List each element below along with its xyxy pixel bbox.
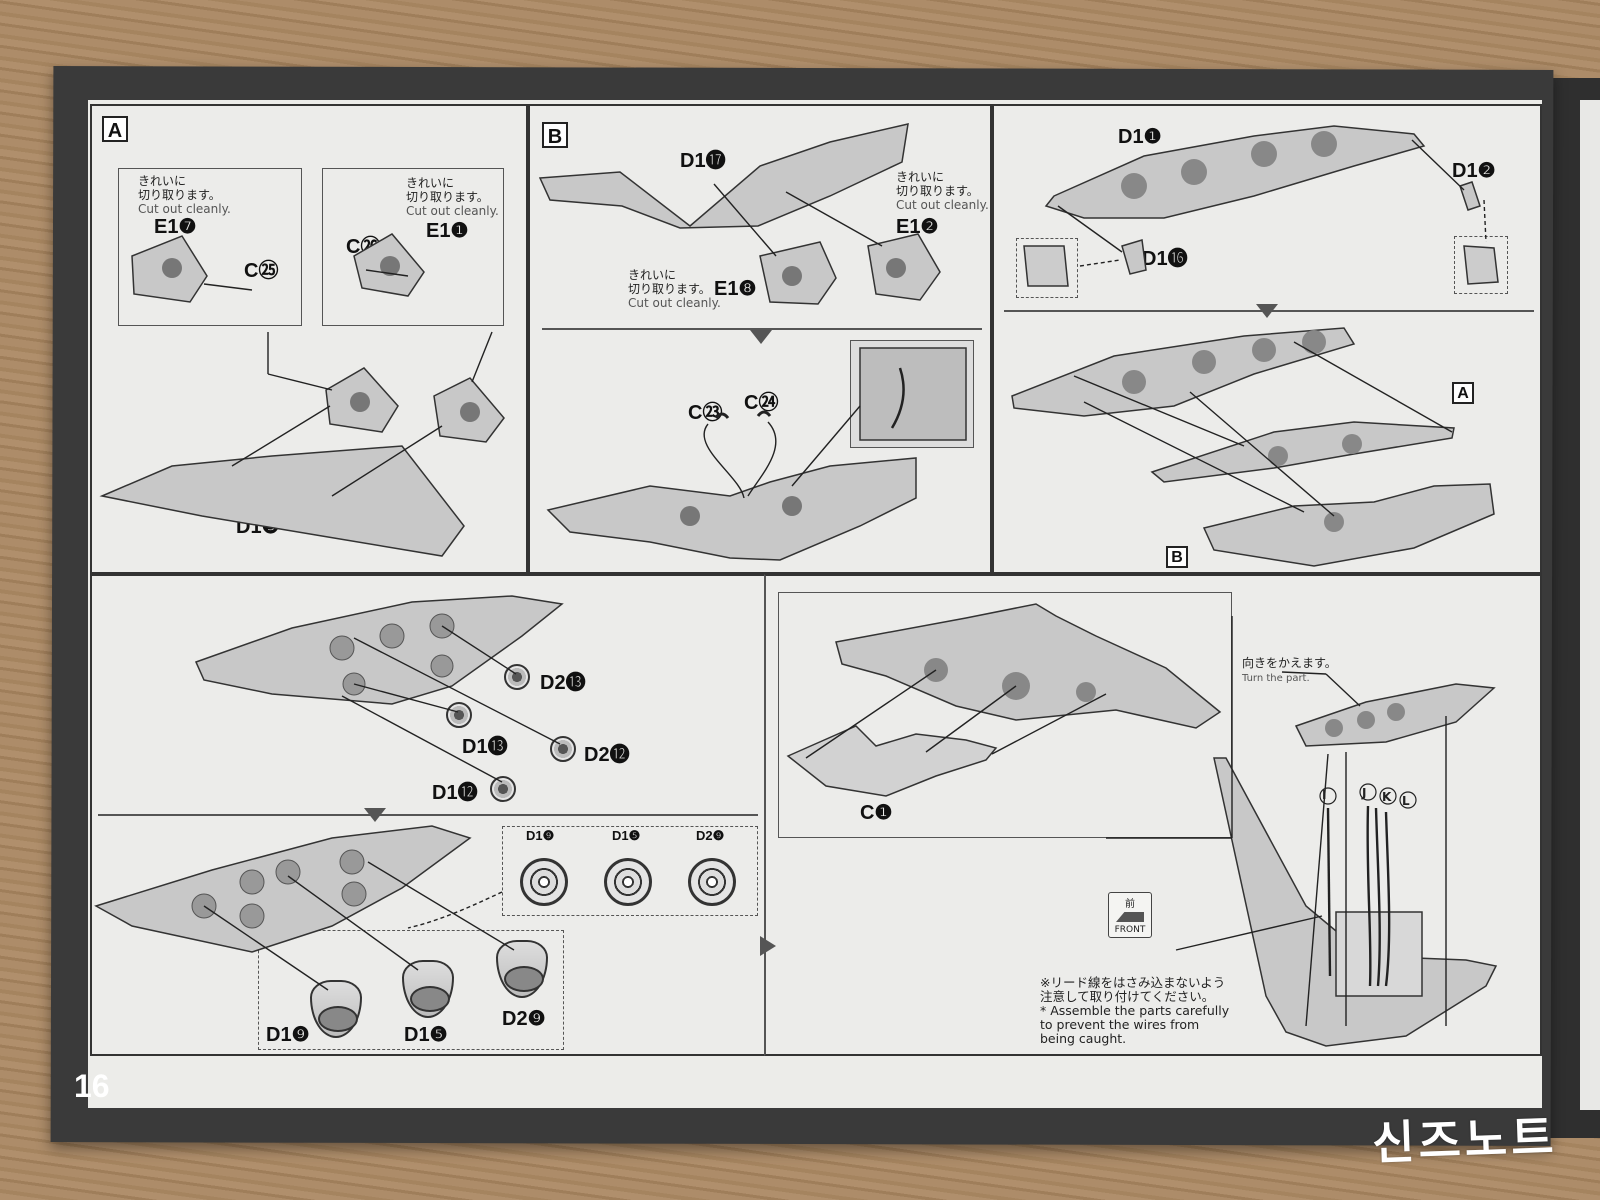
part-label-e1-2: E1❷ xyxy=(896,216,939,238)
part-label-c24: C㉔ xyxy=(744,392,779,414)
detail-box-e1-7 xyxy=(118,168,302,326)
cut-note-a2: きれいに 切り取ります。 Cut out cleanly. xyxy=(406,176,499,218)
nozzle-group-box xyxy=(258,930,564,1050)
wire-label-l: L xyxy=(1402,794,1410,808)
step-panel-e: C❶ 向きをかえます。 Turn the part. ※リード線をはさみ込まない… xyxy=(760,574,1542,1056)
engine-ref-d1-9 xyxy=(520,858,568,906)
step-letter-a: A xyxy=(102,116,128,142)
ref-label-d1-9: D1❾ xyxy=(526,828,555,843)
part-label-d1-12: D1⓬ xyxy=(432,782,478,804)
part-label-c1: C❶ xyxy=(860,802,893,824)
cut-note-b2: きれいに 切り取ります。 Cut out cleanly. xyxy=(628,268,721,310)
part-label-d1-17: D1⓱ xyxy=(680,150,726,172)
nozzle-d1-9 xyxy=(310,980,362,1038)
front-direction-icon: 前 FRONT xyxy=(1108,892,1152,938)
detail-box-d1-16 xyxy=(1016,238,1078,298)
wire-caution-note: ※リード線をはさみ込まないよう 注意して取り付けてください。 * Assembl… xyxy=(1040,975,1230,1046)
ref-label-d1-5: D1❺ xyxy=(612,828,641,843)
step-panel-d: D2⓭ D1⓭ D2⓬ D1⓬ D1❾ D1❺ D2❾ D1❾ D1❺ D2❾ xyxy=(90,574,764,1056)
ref-letter-b: B xyxy=(1166,546,1188,568)
part-label-d2-9: D2❾ xyxy=(502,1008,546,1030)
next-step-arrow xyxy=(760,936,776,956)
cut-note-b1: きれいに 切り取ります。 Cut out cleanly. xyxy=(896,170,989,212)
turn-part-note: 向きをかえます。 Turn the part. xyxy=(1242,656,1337,684)
detail-box-d1-2 xyxy=(1454,236,1508,294)
part-label-d2-12: D2⓬ xyxy=(584,744,630,766)
part-label-e1-7: E1❼ xyxy=(154,216,197,238)
step-letter-b: B xyxy=(542,122,568,148)
part-label-e1-8: E1❽ xyxy=(714,278,757,300)
part-label-d2-13: D2⓭ xyxy=(540,672,586,694)
page-number: 16 xyxy=(74,1068,110,1104)
part-label-c25: C㉕ xyxy=(244,260,279,282)
nozzle-small-d1-13 xyxy=(446,702,472,728)
part-label-d1-1: D1❶ xyxy=(1118,126,1162,148)
panel-e-illustration xyxy=(786,603,1498,1047)
panel-d-illustration xyxy=(94,595,564,991)
engine-ref-d1-5 xyxy=(604,858,652,906)
step-arrow-d xyxy=(364,808,386,822)
front-arrow-icon xyxy=(1116,912,1144,922)
part-label-d1-9: D1❾ xyxy=(266,1024,310,1046)
part-label-d1-2: D1❷ xyxy=(1452,160,1496,182)
panel-b-divider xyxy=(542,328,982,330)
wire-label-k: K xyxy=(1382,790,1392,804)
part-label-e1-1: E1❶ xyxy=(426,220,469,242)
panel-b-illustration xyxy=(538,123,967,561)
panel-a-illustration xyxy=(99,233,505,557)
panel-c-illustration xyxy=(1011,125,1499,567)
detail-box-e1-1 xyxy=(322,168,504,326)
step-panel-c: D1❶ D1❷ D1⓰ A B xyxy=(992,104,1542,574)
next-page-paper xyxy=(1580,100,1600,1110)
step-panel-b: B D1⓱ きれいに 切り取ります。 Cut out cleanly. E1❷ … xyxy=(528,104,992,574)
engine-ref-d2-9 xyxy=(688,858,736,906)
step-panel-a: A きれいに 切り取ります。 Cut out cleanly. きれいに 切り取… xyxy=(90,104,528,574)
part-label-c23: C㉓ xyxy=(688,402,723,424)
wire-label-j: J xyxy=(1362,786,1367,800)
part-label-d1-5: D1❺ xyxy=(404,1024,448,1046)
panel-d-divider xyxy=(98,814,758,816)
part-label-d1-16: D1⓰ xyxy=(1142,248,1188,270)
step-arrow-c xyxy=(1256,304,1278,318)
nozzle-d2-9 xyxy=(496,940,548,998)
watermark-signature: 신즈노트 xyxy=(1371,1109,1559,1171)
part-label-d1-13: D1⓭ xyxy=(462,736,508,758)
cut-note-a1: きれいに 切り取ります。 Cut out cleanly. xyxy=(138,174,231,216)
nozzle-small-d1-12 xyxy=(490,776,516,802)
engine-reference-box xyxy=(502,826,758,916)
ref-letter-a: A xyxy=(1452,382,1474,404)
ref-label-d2-9: D2❾ xyxy=(696,828,725,843)
step-arrow-b xyxy=(750,330,772,344)
